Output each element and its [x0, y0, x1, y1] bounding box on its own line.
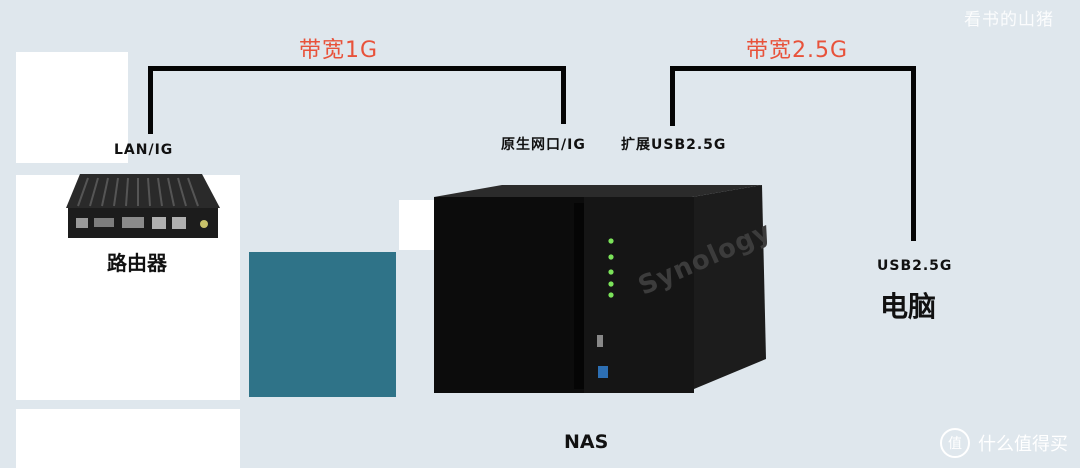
white-panel-small	[399, 200, 435, 250]
nas-native-port-label: 原生网口/IG	[501, 134, 586, 154]
wire-left-vertical-2	[561, 66, 566, 124]
white-panel-top-left	[16, 52, 128, 163]
teal-block	[249, 252, 396, 397]
watermark-logo-icon: 值	[940, 428, 970, 458]
nas-label: NAS	[564, 431, 608, 453]
watermark-top-text: 看书的山猪	[964, 10, 1054, 30]
wire-right-vertical-1	[670, 66, 675, 126]
bandwidth-label-right: 带宽2.5G	[746, 32, 848, 64]
wire-right-vertical-2	[911, 66, 916, 241]
watermark-bottom: 值 什么值得买	[940, 428, 1068, 458]
wire-left-vertical-1	[148, 66, 153, 134]
bandwidth-label-left: 带宽1G	[299, 32, 378, 64]
wire-left-horizontal	[148, 66, 566, 71]
pc-port-label: USB2.5G	[877, 258, 952, 274]
watermark-bottom-text: 什么值得买	[978, 430, 1068, 456]
router-label: 路由器	[107, 247, 167, 276]
wire-right-horizontal	[670, 66, 916, 71]
white-panel-bottom-left	[16, 409, 240, 468]
nas-usb-port-label: 扩展USB2.5G	[621, 134, 726, 154]
router-device-image	[64, 164, 224, 248]
router-port-label: LAN/IG	[114, 142, 173, 158]
watermark-top: 看书的山猪	[964, 5, 1054, 30]
nas-device-image	[432, 183, 772, 395]
pc-label: 电脑	[880, 285, 936, 325]
